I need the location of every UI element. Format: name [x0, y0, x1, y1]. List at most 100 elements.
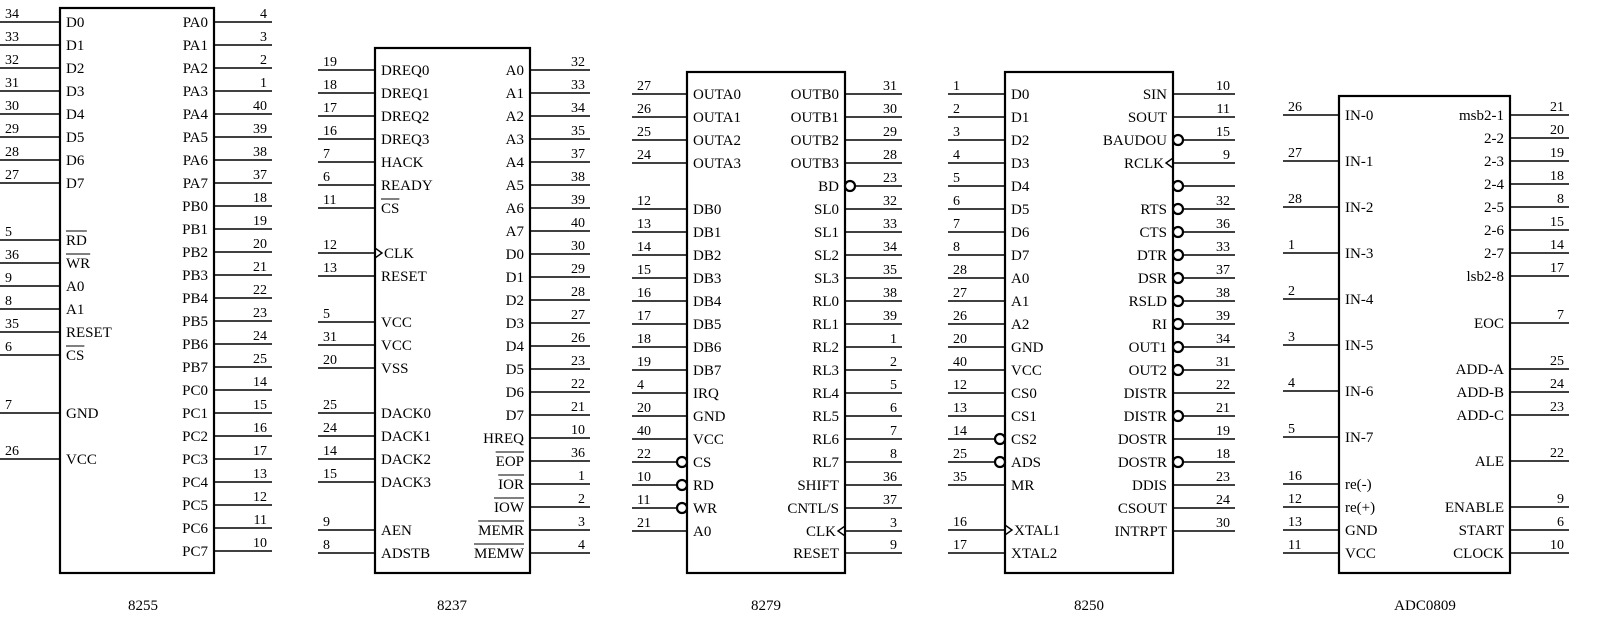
pin-adc0809-right-2-7-14: 142-7 — [1484, 238, 1569, 262]
inversion-bubble — [675, 478, 689, 492]
pin-number: 11 — [1288, 538, 1301, 553]
signal-name: A3 — [506, 132, 524, 148]
signal-name: D5 — [66, 130, 84, 146]
signal-name: 2-5 — [1484, 200, 1504, 216]
pin-number: 14 — [953, 424, 967, 439]
pin-number: 22 — [637, 447, 651, 462]
signal-name: OUTB3 — [791, 156, 839, 172]
pin-number: 11 — [323, 193, 336, 208]
pin-8250-left-d2-3: 3D2 — [948, 125, 1029, 149]
signal-name: RESET — [66, 325, 112, 341]
pin-number: 10 — [253, 536, 267, 551]
signal-name: RL5 — [812, 409, 839, 425]
pin-number: 33 — [883, 217, 897, 232]
signal-name: RL6 — [812, 432, 839, 448]
signal-name: VCC — [381, 315, 412, 331]
pin-number: 27 — [953, 286, 967, 301]
signal-name: CS — [693, 455, 711, 471]
signal-name: A1 — [66, 302, 84, 318]
pin-8250-left-d7-8: 8D7 — [948, 240, 1030, 264]
pin-number: 17 — [953, 538, 967, 553]
pin-number: 36 — [571, 446, 585, 461]
pin-number: 31 — [5, 76, 19, 91]
signal-name: IOR — [498, 477, 524, 493]
inversion-bubble — [1171, 294, 1185, 308]
pin-number: 21 — [253, 260, 267, 275]
signal-name: RL1 — [812, 317, 839, 333]
signal-name: DDIS — [1132, 478, 1167, 494]
pin-number: 16 — [953, 515, 967, 530]
pin-number: 35 — [571, 124, 585, 139]
pin-number: 10 — [1216, 79, 1230, 94]
signal-name: A2 — [1011, 317, 1029, 333]
signal-name: DREQ0 — [381, 63, 429, 79]
signal-name: PB3 — [182, 268, 208, 284]
signal-name: CS0 — [1011, 386, 1037, 402]
pin-number: 27 — [637, 79, 651, 94]
signal-name: PB2 — [182, 245, 208, 261]
signal-name: D6 — [66, 153, 85, 169]
pin-number: 14 — [323, 444, 337, 459]
pin-number: 2 — [1288, 284, 1295, 299]
signal-name: D5 — [1011, 202, 1029, 218]
pin-number: 29 — [571, 262, 585, 277]
pin-number: 13 — [323, 261, 337, 276]
pin-adc0809-right-2-6-15: 152-6 — [1484, 215, 1569, 239]
signal-name: RTS — [1140, 202, 1167, 218]
pin-number: 26 — [5, 444, 19, 459]
pin-number: 34 — [571, 101, 585, 116]
pin-number: 20 — [253, 237, 267, 252]
pin-number: 39 — [1216, 309, 1230, 324]
signal-name: SL3 — [814, 271, 839, 287]
pin-number: 21 — [571, 400, 585, 415]
signal-name: WR — [693, 501, 717, 517]
pin-number: 20 — [953, 332, 967, 347]
pin-number: 33 — [1216, 240, 1230, 255]
pin-number: 2 — [890, 355, 897, 370]
inversion-bubble — [1171, 317, 1185, 331]
pin-number: 22 — [1550, 446, 1564, 461]
signal-name: SIN — [1143, 87, 1167, 103]
signal-name: CS2 — [1011, 432, 1037, 448]
signal-name: DB0 — [693, 202, 721, 218]
pin-number: 13 — [637, 217, 651, 232]
signal-name: DACK0 — [381, 406, 431, 422]
pin-number: 23 — [1216, 470, 1230, 485]
signal-name: DACK2 — [381, 452, 431, 468]
inversion-bubble — [993, 432, 1007, 446]
signal-name: D7 — [66, 176, 85, 192]
signal-name: PA5 — [183, 130, 208, 146]
pin-number: 17 — [253, 444, 267, 459]
pin-number: 5 — [5, 225, 12, 240]
signal-name: VCC — [66, 452, 97, 468]
pin-number: 38 — [571, 170, 585, 185]
signal-name: PC5 — [182, 498, 208, 514]
